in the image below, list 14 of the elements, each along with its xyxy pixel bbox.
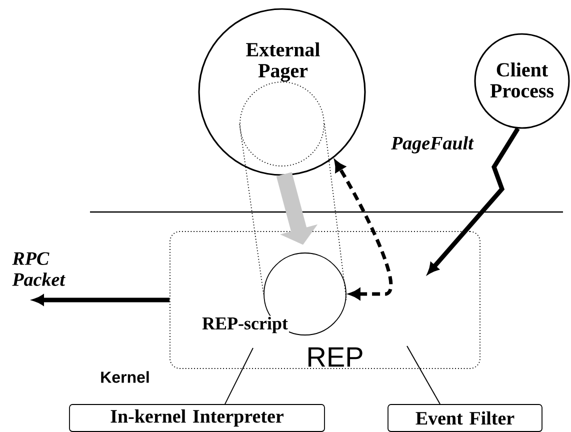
script-label: REP-script [201, 316, 289, 334]
projection-line [239, 124, 264, 294]
region-label: Kernel [101, 371, 149, 383]
edge-label: PageFault [391, 136, 474, 154]
arrow [33, 294, 170, 306]
label-box: Event Filter [388, 404, 542, 432]
label-box: In-kernel Interpreter [69, 404, 325, 432]
arrow [334, 160, 393, 300]
projection-line [324, 124, 347, 300]
edge-label: RPC Packet [12, 252, 66, 286]
zigzag-arrow [428, 127, 520, 274]
leader-line [406, 346, 440, 405]
dotted-circle [240, 82, 324, 166]
leader-line [224, 348, 254, 405]
